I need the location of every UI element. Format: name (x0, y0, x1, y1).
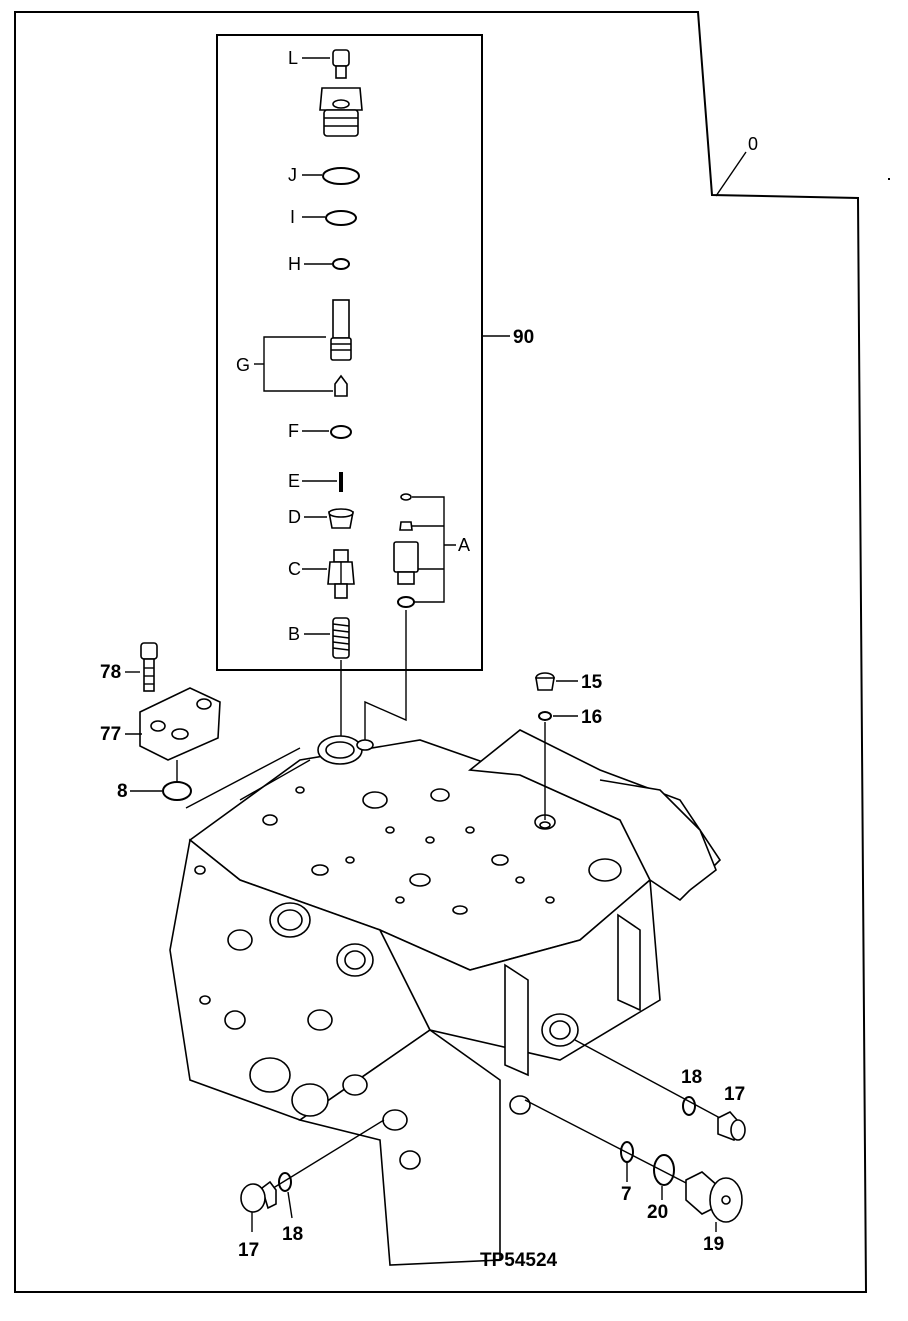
part-L-cap (319, 49, 363, 137)
part-19-plug (685, 1171, 743, 1223)
label-J: J (288, 165, 297, 185)
assembly-label-90: 90 (513, 327, 534, 348)
part-15-plug (535, 672, 555, 691)
label-I: I (290, 207, 295, 227)
part-B-spring (332, 617, 350, 659)
part-77-flange (139, 687, 221, 761)
outer-frame (14, 11, 868, 1293)
part-18r-seal (682, 1096, 696, 1116)
callout-19: 19 (703, 1234, 724, 1255)
callout-17r: 17 (724, 1084, 745, 1105)
callout-18l-leader (287, 1191, 293, 1219)
label-G-bracket (263, 336, 333, 392)
callout-18r: 18 (681, 1067, 702, 1088)
callout-78: 78 (100, 662, 121, 683)
part-G-spool (330, 299, 352, 397)
callout-20: 20 (647, 1202, 668, 1223)
part-C-body (327, 549, 355, 599)
label-H: H (288, 254, 301, 274)
plug-19-axis (524, 1099, 691, 1186)
callout-8: 8 (117, 781, 128, 802)
part-E-pin (339, 472, 343, 492)
label-G: G (236, 355, 250, 375)
part-H-oring (332, 258, 350, 270)
callout-15: 15 (581, 672, 603, 693)
view-marker-leader (715, 151, 747, 197)
part-I-oring (325, 210, 357, 226)
part-18l-seal (278, 1172, 292, 1192)
stray-dot (888, 178, 890, 180)
part-J-oring (322, 167, 360, 185)
label-F: F (288, 421, 299, 441)
label-D: D (288, 507, 301, 527)
label-L: L (288, 48, 298, 68)
callout-7: 7 (621, 1184, 632, 1205)
part-78-bolt (140, 642, 158, 692)
figure-code: TP54524 (480, 1250, 558, 1271)
view-marker: 0 (748, 134, 758, 154)
label-E: E (288, 471, 300, 491)
label-C: C (288, 559, 301, 579)
valve-block (169, 729, 722, 1266)
part-16-seal (538, 711, 552, 721)
kit-box-90 (216, 34, 483, 671)
flange-plane (185, 747, 311, 809)
part-17l-plug (240, 1180, 277, 1213)
part-8-oring (162, 781, 192, 801)
part-F-oring (330, 425, 352, 439)
callout-17l: 17 (238, 1240, 259, 1261)
callout-77: 77 (100, 724, 121, 745)
callout-18l: 18 (282, 1224, 303, 1245)
part-A-group (393, 493, 419, 608)
label-B: B (288, 624, 300, 644)
label-A: A (458, 535, 470, 555)
part-17r-plug (717, 1111, 746, 1141)
callout-16: 16 (581, 707, 602, 728)
axis-line-A (364, 610, 407, 740)
part-20-oring (653, 1154, 675, 1186)
plug-17l-axis (269, 1119, 385, 1191)
label-A-bracket (412, 496, 456, 603)
